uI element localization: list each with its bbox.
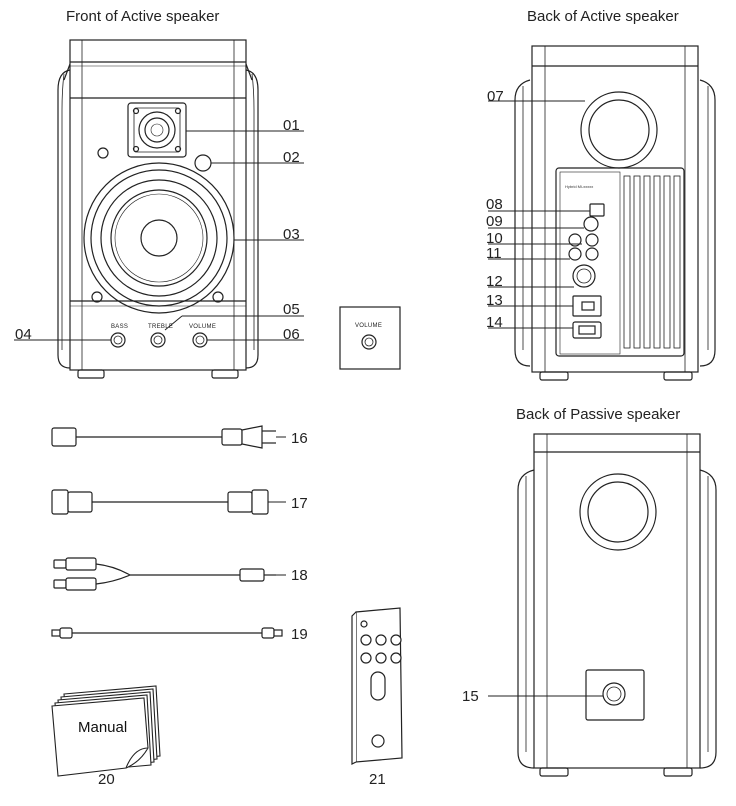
callout-15: 15	[462, 688, 479, 705]
volume-knob-closeup	[339, 306, 401, 370]
callout-09: 09	[486, 213, 503, 230]
callout-12: 12	[486, 273, 503, 290]
power-cable	[51, 425, 276, 449]
volume-knob-label: VOLUME	[189, 324, 216, 330]
callout-10: 10	[486, 230, 503, 247]
callout-17: 17	[291, 495, 308, 512]
callout-13: 13	[486, 292, 503, 309]
callout-01: 01	[283, 117, 300, 134]
rca-to-aux-cable	[53, 557, 276, 591]
closeup-volume-label: VOLUME	[355, 323, 382, 329]
callout-03: 03	[283, 226, 300, 243]
callout-07: 07	[487, 88, 504, 105]
title-back-passive: Back of Passive speaker	[516, 406, 680, 423]
manual-booklet	[51, 685, 161, 777]
callout-02: 02	[283, 149, 300, 166]
callout-04: 04	[15, 326, 32, 343]
callout-08: 08	[486, 196, 503, 213]
callout-18: 18	[291, 567, 308, 584]
svg-text:Hybrid Mi-xxxxx: Hybrid Mi-xxxxx	[565, 184, 593, 189]
remote-control	[351, 607, 403, 765]
callout-05: 05	[283, 301, 300, 318]
front-leaders	[14, 130, 304, 341]
speaker-link-cable	[51, 489, 269, 515]
back-passive-speaker	[517, 433, 717, 777]
manual-label: Manual	[78, 719, 127, 736]
title-back-active: Back of Active speaker	[527, 8, 679, 25]
front-active-speaker	[57, 39, 259, 379]
callout-14: 14	[486, 314, 503, 331]
back-leaders	[488, 100, 590, 329]
treble-knob-label: TREBLE	[148, 324, 173, 330]
callout-11: 11	[486, 245, 502, 262]
optical-cable	[51, 627, 283, 639]
back-active-speaker	[514, 45, 716, 381]
title-front-active: Front of Active speaker	[66, 8, 219, 25]
bass-knob-label: BASS	[111, 324, 128, 330]
callout-16: 16	[291, 430, 308, 447]
callout-06: 06	[283, 326, 300, 343]
callout-21: 21	[369, 771, 386, 788]
callout-20: 20	[98, 771, 115, 788]
callout-19: 19	[291, 626, 308, 643]
